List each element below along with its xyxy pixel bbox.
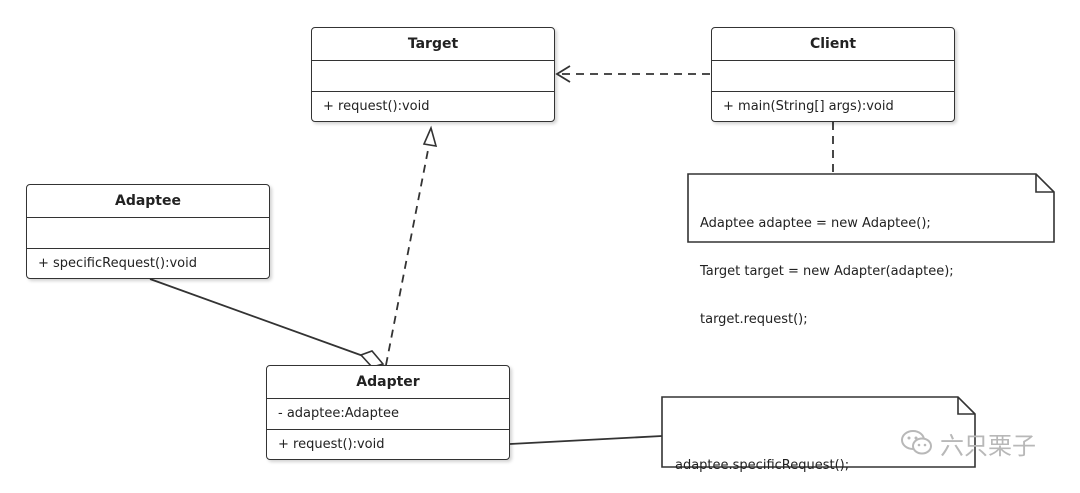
client-class: Client + main(String[] args):void xyxy=(711,27,955,122)
class-attributes: - adaptee:Adaptee xyxy=(267,399,509,430)
class-operations: + specificRequest():void xyxy=(38,256,197,271)
watermark: 六只栗子 xyxy=(900,425,1036,461)
class-operations: + request():void xyxy=(323,99,430,114)
note-line: target.request(); xyxy=(700,312,808,327)
adapter-note: adaptee.specificRequest(); xyxy=(675,426,849,490)
wechat-icon xyxy=(901,430,932,455)
adapter-class: Adapter - adaptee:Adaptee + request():vo… xyxy=(266,365,510,460)
adapter-target-realization xyxy=(385,144,430,366)
target-class: Target + request():void xyxy=(311,27,555,122)
class-attributes xyxy=(27,218,269,249)
watermark-text: 六只栗子 xyxy=(940,431,1036,460)
class-operations: + main(String[] args):void xyxy=(723,99,894,114)
realization-triangle xyxy=(422,125,438,147)
class-name: Client xyxy=(712,28,954,61)
class-name: Adapter xyxy=(267,366,509,399)
client-note-shape xyxy=(687,173,1055,243)
client-note: Adaptee adaptee = new Adaptee(); Target … xyxy=(700,184,954,344)
class-name: Target xyxy=(312,28,554,61)
adaptee-class: Adaptee + specificRequest():void xyxy=(26,184,270,279)
class-operations: + request():void xyxy=(278,437,385,452)
note-line: adaptee.specificRequest(); xyxy=(675,458,850,473)
adapter-note-connector xyxy=(509,435,663,445)
class-attributes xyxy=(712,61,954,92)
client-note-fold xyxy=(1035,174,1054,193)
dependency-arrowhead xyxy=(555,65,571,83)
class-name: Adaptee xyxy=(27,185,269,218)
note-line: Target target = new Adapter(adaptee); xyxy=(700,264,954,279)
adapter-note-fold xyxy=(957,397,975,415)
note-line: Adaptee adaptee = new Adaptee(); xyxy=(700,216,931,231)
class-attributes xyxy=(312,61,554,92)
adaptee-adapter-aggregation xyxy=(149,278,367,358)
adapter-note-shape xyxy=(661,396,976,468)
